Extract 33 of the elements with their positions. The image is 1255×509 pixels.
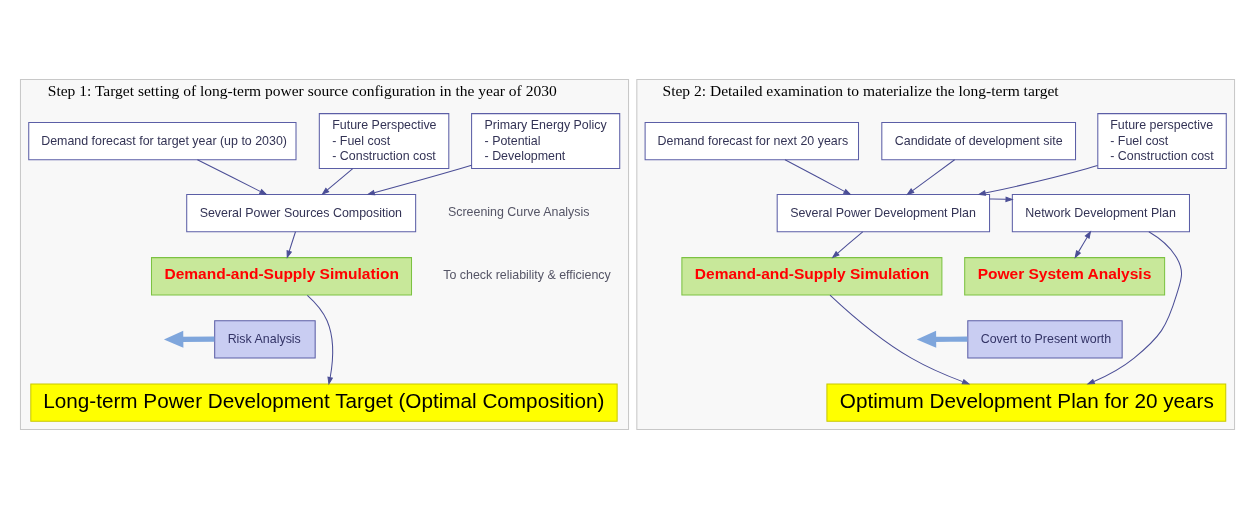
arrow — [1074, 230, 1092, 259]
node-label: Screening Curve Analysis — [447, 205, 590, 220]
node-box: Candidate of development site — [881, 121, 1077, 161]
arrow — [366, 164, 473, 196]
arrow — [784, 159, 852, 196]
node-box: Several Power Sources Composition — [186, 193, 417, 233]
node-box: Long-term Power Development Target (Optimal Composition) — [30, 383, 618, 422]
arrow — [831, 231, 864, 259]
node-box: Power System Analysis — [964, 257, 1166, 296]
arrow — [321, 168, 354, 196]
arrow — [977, 165, 1099, 196]
node-box: Several Power Development Plan — [776, 193, 991, 233]
arrow — [1086, 231, 1183, 385]
arrow — [829, 294, 971, 385]
node-box: Demand-and-Supply Simulation — [151, 257, 413, 296]
node-box: Optimum Development Plan for 20 years — [826, 383, 1227, 422]
arrow — [989, 196, 1014, 203]
arrow — [906, 159, 956, 196]
arrow — [196, 159, 268, 196]
node-box: Future Perspective - Fuel cost - Construction cost — [318, 113, 450, 170]
arrow — [286, 231, 296, 259]
node-label: To check reliability & efficiency — [443, 268, 611, 283]
arrow — [163, 330, 215, 348]
node-box: Demand forecast for next 20 years — [644, 121, 860, 161]
node-box: Risk Analysis — [214, 320, 316, 359]
arrow — [916, 330, 968, 348]
node-box: Primary Energy Policy - Potential - Development — [471, 113, 621, 170]
node-box: Network Development Plan — [1011, 193, 1190, 233]
node-box: Demand-and-Supply Simulation — [681, 257, 943, 296]
node-box: Demand forecast for target year (up to 2030) — [28, 121, 297, 161]
node-box: Future perspective - Fuel cost - Construction cost — [1097, 113, 1227, 170]
arrow — [306, 294, 334, 386]
node-box: Covert to Present worth — [967, 320, 1123, 359]
